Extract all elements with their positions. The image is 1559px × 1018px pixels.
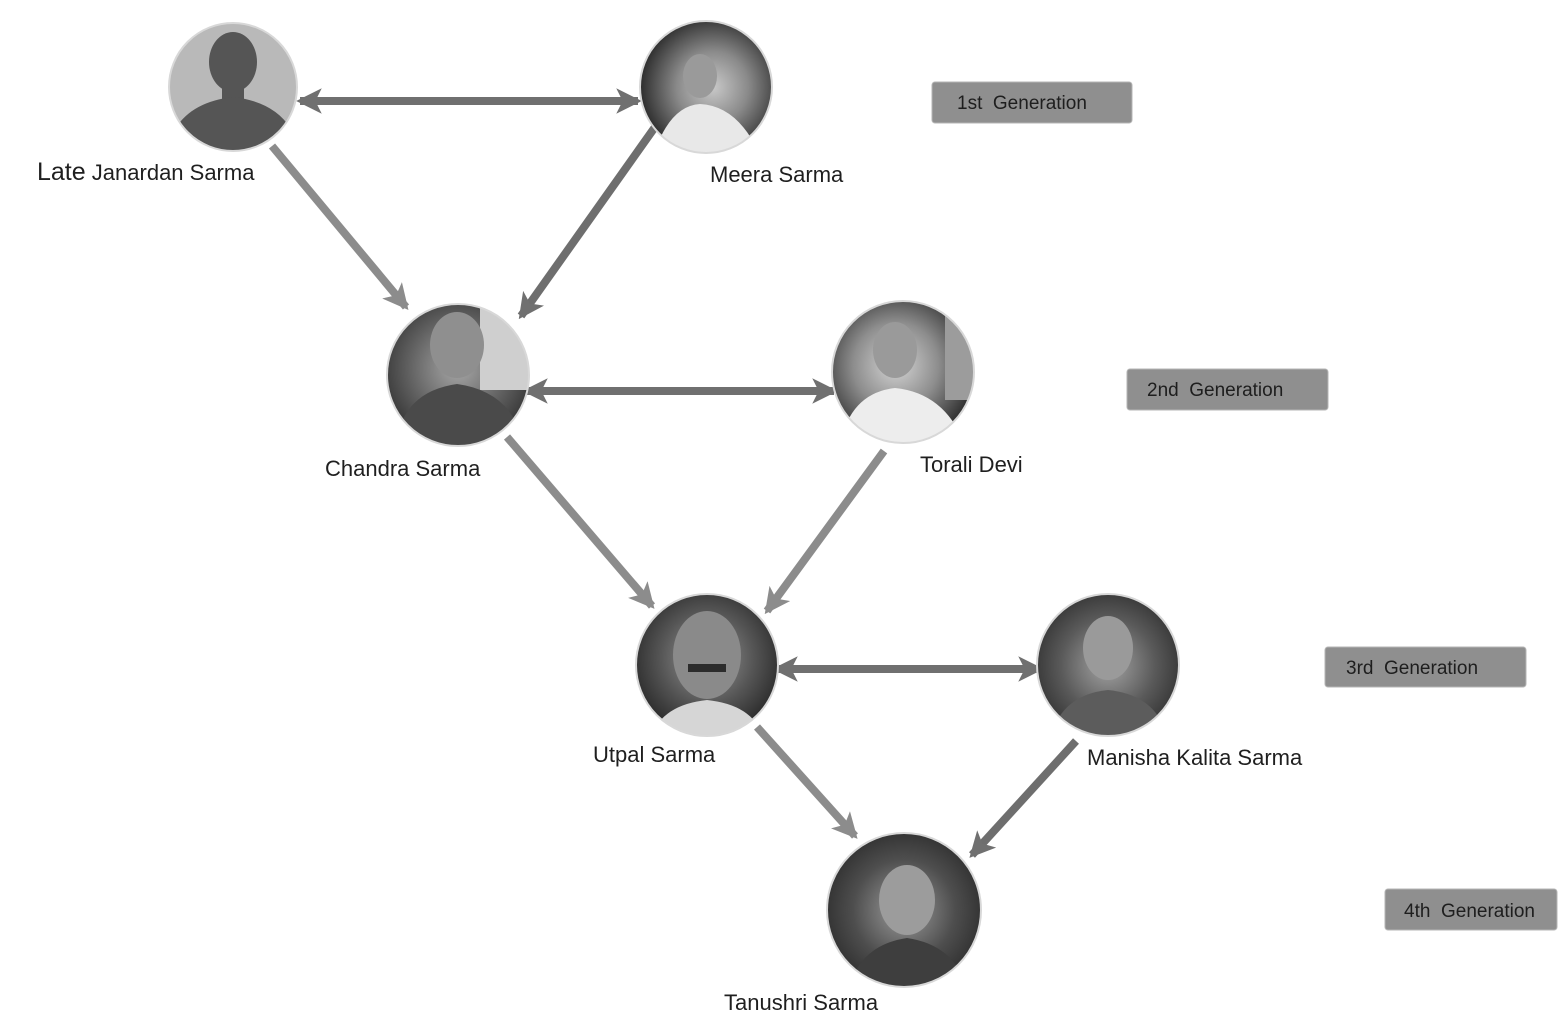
child-link-manisha-tanushri <box>969 738 1079 858</box>
name-label-utpal: Utpal Sarma <box>593 742 716 767</box>
generation-badge-label: 4th Generation <box>1404 901 1535 922</box>
generation-badge-3: 3rd Generation <box>1324 646 1527 688</box>
generation-badge-4: 4th Generation <box>1384 888 1558 931</box>
generation-badge-label: 3rd Generation <box>1346 658 1478 679</box>
name-label-janardan: Late Janardan Sarma <box>37 158 255 186</box>
name-label-manisha: Manisha Kalita Sarma <box>1087 745 1303 770</box>
portrait-photo <box>640 21 772 153</box>
child-link-torali-utpal <box>763 448 888 615</box>
generation-badge-label: 1st Generation <box>957 93 1087 114</box>
person-torali <box>831 300 975 444</box>
portrait-photo <box>1037 594 1179 736</box>
person-tanushri <box>826 832 982 988</box>
name-label-chandra: Chandra Sarma <box>325 456 481 481</box>
person-janardan <box>168 22 298 152</box>
person-manisha <box>1036 593 1180 737</box>
person-chandra <box>386 303 530 447</box>
child-link-utpal-tanushri <box>754 724 858 839</box>
portrait-photo <box>827 833 981 987</box>
portrait-photo <box>636 594 778 736</box>
name-label-torali: Torali Devi <box>920 452 1023 477</box>
generation-labels: 1st Generation 2nd Generation 3rd Genera… <box>931 81 1558 931</box>
name-label-meera: Meera Sarma <box>710 162 844 187</box>
name-label-tanushri: Tanushri Sarma <box>724 990 879 1015</box>
person-utpal <box>635 593 779 737</box>
person-labels: Late Janardan Sarma Meera Sarma Chandra … <box>37 158 1303 1015</box>
person-meera <box>639 20 773 154</box>
generation-badge-label: 2nd Generation <box>1147 380 1283 401</box>
portrait-photo <box>387 304 529 446</box>
generation-badge-2: 2nd Generation <box>1126 368 1329 411</box>
generation-badge-1: 1st Generation <box>931 81 1133 124</box>
child-link-janardan-chandra <box>268 143 410 310</box>
child-link-meera-chandra <box>517 124 659 320</box>
connectors <box>268 88 1079 858</box>
child-link-chandra-utpal <box>503 434 656 609</box>
